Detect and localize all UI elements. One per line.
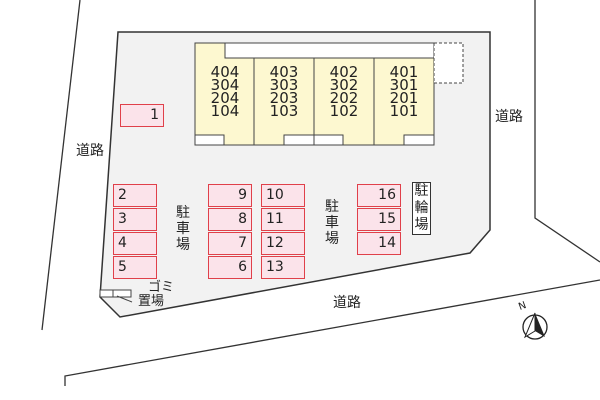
dashed-area: [433, 42, 464, 84]
parking-label-left: 駐車場: [176, 205, 190, 253]
corridor: [224, 42, 435, 59]
parking-space: 10: [261, 184, 305, 207]
parking-space: 14: [357, 232, 401, 255]
garbage-area-label: ゴミ置場: [138, 280, 175, 309]
road-label-right: 道路: [495, 109, 523, 125]
parking-space: 1: [120, 104, 164, 127]
garbage-box: [99, 289, 132, 298]
parking-space: 9: [208, 184, 252, 207]
left-road-edge: [41, 0, 81, 331]
parking-space: 2: [113, 184, 157, 207]
parking-space: 5: [113, 256, 157, 279]
parking-label-right: 駐車場: [325, 199, 339, 247]
parking-space: 12: [261, 232, 305, 255]
parking-space: 4: [113, 232, 157, 255]
compass-icon: [522, 312, 548, 340]
parking-space: 7: [208, 232, 252, 255]
road-label-left: 道路: [76, 143, 104, 159]
road-label-bottom: 道路: [333, 295, 361, 311]
bicycle-parking-label: 駐輪場: [412, 182, 431, 235]
bottom-road-edge: [64, 279, 600, 386]
parking-space: 13: [261, 256, 305, 279]
parking-space: 16: [357, 184, 401, 207]
right-road-edge: [534, 0, 600, 263]
parking-space: 8: [208, 208, 252, 231]
parking-space: 6: [208, 256, 252, 279]
parking-space: 11: [261, 208, 305, 231]
parking-space: 3: [113, 208, 157, 231]
parking-space: 15: [357, 208, 401, 231]
